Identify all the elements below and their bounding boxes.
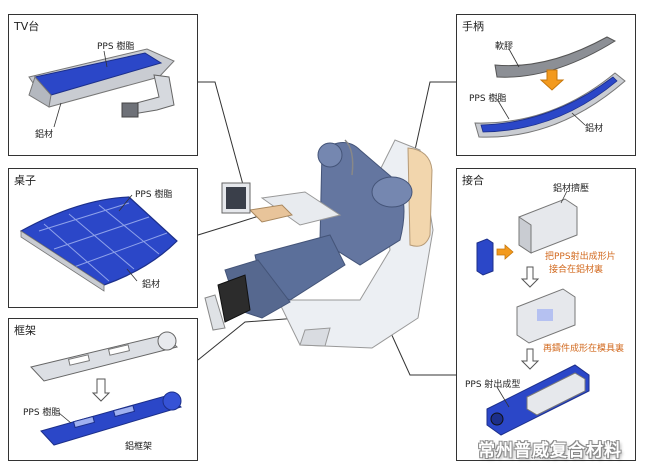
- frame-aluminum-slot: [107, 344, 131, 356]
- leader-line-tv: [198, 81, 246, 193]
- frame-arrow-down: [91, 378, 111, 402]
- tv-label-aluminum: 鋁材: [35, 130, 54, 140]
- joint-label-insert-step2: 接合在鋁材裏: [549, 265, 604, 275]
- frame-label-aluminum-frame: 鋁框架: [125, 442, 153, 452]
- table-illustration: [19, 194, 178, 292]
- seat-footrest-frame: [204, 294, 226, 331]
- leader-line-joint: [384, 319, 456, 376]
- frame-label-leader-pps: [58, 412, 72, 424]
- joint-pivot-hole: [490, 412, 504, 426]
- panel-tv-stand: TV台 PPS 樹脂 鋁材: [8, 14, 198, 156]
- table-label-leader-pps: [118, 194, 133, 212]
- joint-arrow-right: [496, 244, 514, 260]
- handle-arrow-down: [539, 69, 565, 91]
- joint-embedded-pps: [537, 309, 553, 321]
- handle-aluminum-body: [474, 72, 626, 138]
- joint-label-mold-step: 再鑄件成形在模具裏: [543, 344, 625, 354]
- table-label-aluminum: 鋁材: [142, 280, 161, 290]
- seat-footrest: [217, 274, 251, 323]
- watermark-text: 常州普威复合材料: [478, 441, 622, 461]
- tv-stand-arm: [126, 74, 175, 116]
- frame-aluminum-part: [30, 334, 179, 382]
- panel-title-handle: 手柄: [462, 20, 484, 33]
- handle-label-leader-rubber: [508, 48, 520, 68]
- frame-pps-part: [40, 394, 182, 446]
- table-label-leader-al: [126, 268, 138, 282]
- handle-label-rubber: 軟膠: [495, 42, 514, 52]
- table-label-pps: PPS 樹脂: [135, 190, 173, 200]
- frame-pps-slot: [112, 404, 136, 418]
- seat-headrest-rear: [317, 142, 343, 168]
- handle-illustration: [474, 36, 626, 138]
- table-aluminum-edge: [20, 230, 105, 292]
- leader-line-frame: [197, 317, 299, 361]
- joint-label-insert-step1: 把PPS射出成形片: [545, 252, 616, 262]
- handle-label-leader-pps: [496, 98, 510, 120]
- tv-stand-illustration: [28, 48, 175, 128]
- tv-label-leader-pps: [103, 50, 108, 68]
- seat-base-foot: [299, 327, 331, 347]
- panel-frame: 框架 PPS 樹脂 鋁框架: [8, 318, 198, 461]
- frame-label-pps: PPS 樹脂: [23, 408, 61, 418]
- seat-side-panel: [407, 147, 433, 247]
- leader-lines: [197, 81, 456, 376]
- table-pps-top: [19, 196, 178, 286]
- handle-label-aluminum: 鋁材: [585, 124, 604, 134]
- handle-soft-rubber: [494, 36, 617, 78]
- panel-handle: 手柄 軟膠 PPS 樹脂 鋁材: [456, 14, 636, 156]
- frame-pps-pivot: [162, 391, 182, 411]
- joint-pps-block: [476, 238, 494, 276]
- joint-label-leader-extrusion: [560, 190, 568, 204]
- tv-stand-edge: [28, 76, 52, 108]
- frame-aluminum-slot: [67, 354, 91, 366]
- panel-table: 桌子 PPS 樹脂 鋁材: [8, 168, 198, 308]
- joint-label-extrusion: 鋁材擠壓: [553, 184, 590, 194]
- joint-label-pps-injection: PPS 射出成型: [465, 380, 521, 390]
- panel-title-frame: 框架: [14, 324, 36, 337]
- leader-line-table: [197, 214, 263, 236]
- joint-illustration: [476, 190, 590, 436]
- seat-table: [248, 204, 293, 223]
- tv-label-leader-al: [53, 102, 62, 128]
- panel-title-tv: TV台: [14, 20, 40, 33]
- frame-illustration: [30, 331, 182, 446]
- panel-joint: 接合 鋁材擠壓 把PPS射出成形片 接合在鋁材裏 再鑄件成形在模具裏 PPS 射…: [456, 168, 636, 461]
- handle-label-leader-al: [571, 112, 586, 126]
- handle-pps-insert: [480, 76, 618, 133]
- frame-aluminum-pivot: [157, 331, 177, 351]
- handle-label-pps: PPS 樹脂: [469, 94, 507, 104]
- seat-headrest: [371, 176, 413, 208]
- joint-molded-aluminum: [526, 372, 586, 416]
- seat-tv-screen: [226, 187, 246, 209]
- joint-arrow-down: [520, 266, 540, 288]
- table-rib-pattern: [38, 202, 168, 282]
- joint-arrow-down: [520, 348, 540, 370]
- tv-stand-pivot: [121, 102, 139, 118]
- joint-label-leader-molded: [496, 386, 510, 408]
- joint-extrusion-face: [518, 216, 532, 254]
- panel-title-table: 桌子: [14, 174, 36, 187]
- panel-title-joint: 接合: [462, 174, 484, 187]
- tv-label-pps: PPS 樹脂: [97, 42, 135, 52]
- frame-pps-slot: [72, 415, 96, 429]
- seat-illustration: [204, 139, 434, 349]
- seat-reading-lamp: [344, 139, 354, 176]
- leader-line-handle: [414, 81, 456, 151]
